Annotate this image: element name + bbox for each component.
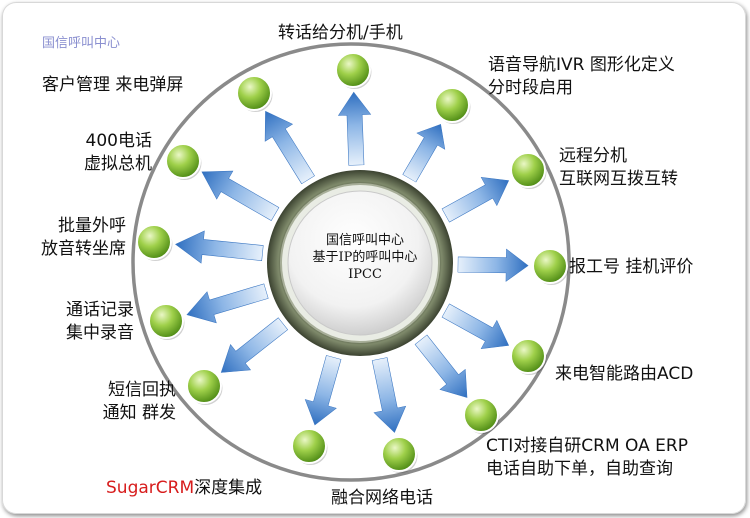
arrow-fusion [363, 355, 411, 436]
node-ivr [434, 87, 470, 123]
feature-outbound-line1: 批量外呼 [58, 216, 126, 236]
core-title: 国信呼叫中心 基于IP的呼叫中心 IPCC [285, 232, 445, 283]
arrow-record [182, 275, 271, 331]
node-virtual [165, 143, 201, 179]
arrow-transfer [337, 91, 373, 166]
feature-ivr: 语音导航IVR 图形化定义 分时段启用 [488, 54, 675, 100]
feature-outbound: 批量外呼 放音转坐席 [12, 215, 126, 261]
feature-ivr-line1: 语音导航IVR 图形化定义 [488, 55, 675, 75]
feature-remote-line2: 互联网互拨互转 [559, 169, 678, 189]
feature-virtual-line2: 虚拟总机 [84, 154, 152, 174]
feature-cti-line2: 电话自助下单，自助查询 [486, 459, 673, 479]
node-outbound [136, 224, 172, 260]
feature-ivr-line2: 分时段启用 [488, 78, 573, 98]
node-cti [463, 397, 499, 433]
brand-label: 国信呼叫中心 [42, 36, 121, 51]
node-remote [510, 152, 546, 188]
arrow-report [457, 248, 529, 283]
feature-report: 报工号 挂机评价 [569, 257, 694, 277]
feature-crm: 客户管理 来电弹屏 [42, 75, 184, 95]
feature-cti-line1: CTI对接自研CRM OA ERP [486, 436, 688, 456]
arrow-acd [437, 296, 517, 360]
core-inner-disc [287, 190, 433, 336]
core-line-2: 基于IP的呼叫中心 [312, 250, 418, 265]
feature-sms-line1: 短信回执 [108, 380, 176, 400]
feature-remote-line1: 远程分机 [559, 146, 627, 166]
arrow-sms [210, 310, 294, 386]
feature-record-line2: 集中录音 [66, 323, 134, 343]
sugarcrm-text: 深度集成 [194, 478, 263, 498]
feature-virtual-line1: 400电话 [85, 131, 152, 151]
outer-ring [131, 42, 571, 482]
arrow-cti [408, 329, 480, 408]
feature-record: 通话记录 集中录音 [22, 299, 134, 345]
feature-record-line1: 通话记录 [66, 300, 134, 320]
feature-remote: 远程分机 互联网互拨互转 [559, 145, 678, 191]
node-sms [186, 368, 222, 404]
feature-fusion: 融合网络电话 [331, 488, 433, 508]
arrow-sugar [299, 352, 350, 430]
arrow-remote [437, 166, 517, 230]
arrow-crm [251, 102, 323, 189]
feature-cti: CTI对接自研CRM OA ERP 电话自助下单，自助查询 [486, 435, 688, 481]
node-crm [236, 75, 272, 111]
core-line-3: IPCC [348, 267, 382, 282]
nodes-group [136, 52, 569, 473]
node-transfer [335, 52, 371, 88]
feature-acd: 来电智能路由ACD [555, 364, 694, 384]
sugarcrm-brand: SugarCRM [106, 478, 195, 498]
feature-sms: 短信回执 通知 群发 [68, 379, 176, 425]
node-record [148, 303, 184, 339]
arrow-ivr [395, 115, 455, 187]
node-report [532, 248, 568, 284]
feature-sugar: SugarCRM深度集成 [106, 477, 262, 500]
node-fusion [381, 436, 417, 472]
core-line-1: 国信呼叫中心 [325, 233, 404, 248]
feature-sms-line2: 通知 群发 [102, 403, 176, 423]
arrow-outbound [173, 227, 265, 270]
node-acd [510, 338, 546, 374]
feature-transfer: 转话给分机/手机 [278, 23, 403, 43]
feature-outbound-line2: 放音转坐席 [41, 239, 126, 259]
node-sugar [291, 428, 327, 464]
arrow-virtual [193, 157, 284, 229]
feature-virtual: 400电话 虚拟总机 [42, 130, 152, 176]
